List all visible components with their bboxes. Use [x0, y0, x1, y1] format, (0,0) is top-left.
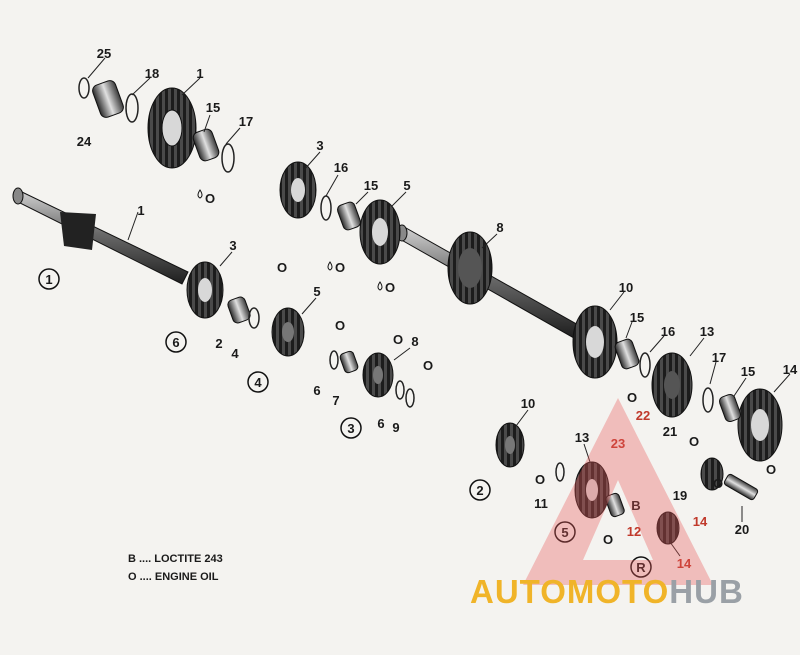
oil-markers: O O O O O O O O O O O O O	[197, 189, 776, 547]
callout-6-b: 6	[377, 416, 384, 431]
legend-engine-oil: O .... ENGINE OIL	[128, 571, 219, 583]
callout-14-mid: 14	[693, 514, 708, 529]
oil-mark-8: O	[627, 390, 637, 405]
callout-4-a: 4	[231, 346, 239, 361]
assembly-circle-labels: 1 6 4 3 2 5 R	[45, 272, 646, 575]
callout-13-upper: 13	[700, 324, 714, 339]
gear-14-upper	[737, 388, 783, 462]
oil-mark-1: O	[205, 191, 215, 206]
callout-14-upper: 14	[783, 362, 798, 377]
callout-5-lower: 5	[313, 284, 320, 299]
gear-10-upper	[572, 305, 618, 379]
callout-numbers: 25 18 1 24 15 17 3 16 15 5 1 8 3 2 4 5 8…	[77, 46, 798, 571]
callout-5-upper: 5	[403, 178, 410, 193]
callout-10-upper: 10	[619, 280, 633, 295]
callout-3-upper: 3	[316, 138, 323, 153]
assembly-circles	[38, 268, 652, 578]
callout-17-a: 17	[239, 114, 253, 129]
main-shaft	[12, 187, 189, 285]
oil-mark-12: O	[603, 532, 613, 547]
callout-19: 19	[673, 488, 687, 503]
oil-mark-3: O	[385, 280, 395, 295]
watermark-triangle	[523, 398, 713, 585]
callout-1-upper: 1	[196, 66, 203, 81]
callout-9: 9	[392, 420, 399, 435]
legend: B .... LOCTITE 243 O .... ENGINE OIL	[128, 553, 223, 583]
leader-lines	[87, 57, 791, 557]
callout-16-a: 16	[334, 160, 348, 175]
assembly-3: 3	[347, 421, 354, 436]
oil-mark-5: O	[335, 318, 345, 333]
gear-13-lower	[574, 461, 610, 519]
assembly-reverse: R	[636, 560, 646, 575]
callout-25: 25	[97, 46, 111, 61]
gear-5-lower	[271, 307, 305, 357]
callout-16-b: 16	[661, 324, 675, 339]
assembly-1: 1	[45, 272, 52, 287]
callout-18: 18	[145, 66, 159, 81]
callout-8-lower: 8	[411, 334, 418, 349]
gear-13-upper	[651, 352, 693, 418]
callout-21: 21	[663, 424, 677, 439]
oil-mark-4: O	[277, 260, 287, 275]
callout-20: 20	[735, 522, 749, 537]
callout-15-a: 15	[206, 100, 220, 115]
gear-10-lower	[495, 422, 525, 468]
watermark-logo: AUTOMOTOHUB	[470, 398, 744, 610]
gear-3-lower	[186, 261, 224, 319]
callout-8-shaft: 8	[496, 220, 503, 235]
rings	[78, 77, 714, 482]
callout-3-lower: 3	[229, 238, 236, 253]
callout-22: 22	[636, 408, 650, 423]
oil-mark-11: O	[535, 472, 545, 487]
callout-15-b: 15	[364, 178, 378, 193]
oil-mark-2: O	[335, 260, 345, 275]
callout-11: 11	[534, 496, 548, 511]
oil-mark-10: O	[766, 462, 776, 477]
callout-17-b: 17	[712, 350, 726, 365]
callout-23: 23	[611, 436, 625, 451]
oil-mark-13: O	[713, 476, 723, 491]
gear-14-small	[656, 457, 724, 545]
assembly-4: 4	[254, 375, 262, 390]
callout-24: 24	[77, 134, 92, 149]
bushings	[92, 80, 759, 518]
assembly-2: 2	[476, 483, 483, 498]
callout-13-lower: 13	[575, 430, 589, 445]
callout-1-shaft: 1	[137, 203, 144, 218]
assembly-6: 6	[172, 335, 179, 350]
gear-1-upper	[147, 87, 197, 169]
gear-8-lower	[362, 352, 394, 398]
oil-mark-6: O	[393, 332, 403, 347]
oil-mark-9: O	[689, 434, 699, 449]
oil-mark-7: O	[423, 358, 433, 373]
callout-15-d: 15	[741, 364, 755, 379]
legend-loctite: B .... LOCTITE 243	[128, 553, 223, 565]
callout-7: 7	[332, 393, 339, 408]
callout-6-a: 6	[313, 383, 320, 398]
loctite-marker: B	[631, 498, 640, 513]
gear-3-upper	[279, 161, 317, 219]
gear-5-upper	[359, 199, 401, 265]
callout-14-lower: 14	[677, 556, 692, 571]
callout-2-a: 2	[215, 336, 222, 351]
counter-shaft	[396, 224, 581, 339]
callout-10-lower: 10	[521, 396, 535, 411]
assembly-5: 5	[561, 525, 568, 540]
callout-12: 12	[627, 524, 641, 539]
watermark-text: AUTOMOTOHUB	[470, 573, 744, 610]
callout-15-c: 15	[630, 310, 644, 325]
